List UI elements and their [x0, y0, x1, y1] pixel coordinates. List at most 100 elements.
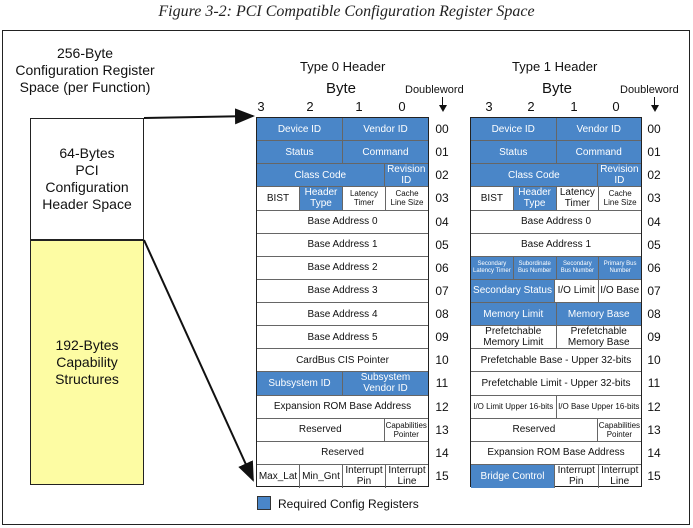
- type0-dw-arrow-shaft: [442, 97, 443, 106]
- register-field: Secondary Latency Timer: [471, 256, 514, 279]
- header-space-line: Header Space: [42, 196, 132, 212]
- register-field: Latency Timer: [557, 187, 600, 210]
- register-field: Base Address 2: [307, 262, 378, 274]
- register-field: Revision ID: [597, 164, 641, 187]
- doubleword-number: 01: [435, 145, 449, 160]
- register-field: Cache Line Size: [603, 189, 637, 208]
- register-field: Class Code: [257, 164, 385, 187]
- register-field: Min_Gnt: [300, 464, 343, 488]
- register-field: Reserved: [471, 418, 598, 441]
- doubleword-number: 13: [435, 422, 449, 437]
- capability-structures-block: 192-Bytes Capability Structures: [30, 240, 144, 485]
- register-row: Base Address 0: [471, 211, 641, 234]
- register-field: Command: [556, 141, 641, 164]
- register-field: Device ID: [257, 118, 343, 141]
- doubleword-number: 08: [435, 307, 449, 321]
- doubleword-number: 09: [647, 330, 661, 345]
- legend-required-swatch: [257, 496, 271, 510]
- doubleword-number: 03: [435, 191, 449, 206]
- register-field: Header Type: [300, 187, 343, 210]
- config-space-title-line: Configuration Register: [15, 62, 155, 78]
- register-field: Subordinate Bus Number: [513, 256, 557, 279]
- register-field: Class Code: [471, 164, 598, 187]
- register-field: Vendor ID: [556, 118, 641, 141]
- capability-line: Capability: [56, 354, 118, 370]
- register-field: BIST: [471, 187, 514, 210]
- doubleword-number: 11: [435, 376, 449, 391]
- doubleword-number: 08: [647, 307, 661, 321]
- register-field: Interrupt Pin: [555, 464, 599, 488]
- doubleword-number: 14: [435, 445, 449, 460]
- doubleword-number: 10: [647, 353, 661, 368]
- type0-byte-2: 2: [306, 99, 314, 114]
- register-field: Status: [257, 141, 343, 164]
- register-row: Base Address 1: [257, 234, 428, 257]
- register-field: Capabilities Pointer: [598, 420, 641, 439]
- register-field: Memory Base: [556, 303, 641, 326]
- register-field: Reserved: [321, 447, 364, 459]
- header-space-line: 64-Bytes: [59, 145, 115, 161]
- doubleword-number: 03: [647, 191, 661, 206]
- config-space-title-line: 256-Byte: [56, 45, 114, 61]
- register-field: Secondary Bus Number: [556, 256, 600, 279]
- doubleword-number: 05: [435, 237, 449, 252]
- register-field: Command: [343, 141, 428, 164]
- register-field: I/O Base Upper 16-bits: [558, 402, 640, 412]
- register-field: Base Address 1: [520, 239, 592, 251]
- doubleword-number: 02: [435, 168, 449, 183]
- doubleword-number: 15: [435, 468, 449, 483]
- type0-byte-label: Byte: [326, 80, 357, 97]
- register-field: Base Address 0: [520, 216, 592, 228]
- type0-doubleword-label: Doubleword: [405, 84, 464, 96]
- register-field: I/O Limit Upper 16-bits: [471, 395, 557, 418]
- register-row: Expansion ROM Base Address: [257, 396, 428, 419]
- register-field: Base Address 0: [307, 216, 378, 228]
- register-row: Base Address 2: [257, 257, 428, 280]
- doubleword-number: 15: [647, 468, 661, 483]
- register-field: Interrupt Pin: [343, 464, 386, 488]
- doubleword-number: 04: [647, 214, 661, 229]
- type1-byte-2: 2: [527, 99, 535, 114]
- register-field: CardBus CIS Pointer: [296, 354, 389, 366]
- config-space-title: 256-Byte Configuration Register Space (p…: [10, 45, 160, 96]
- doubleword-number: 07: [435, 283, 449, 298]
- register-field: Revision ID: [384, 164, 428, 187]
- type1-byte-0: 0: [612, 99, 620, 114]
- capability-line: 192-Bytes: [55, 337, 119, 353]
- doubleword-number: 12: [435, 399, 449, 414]
- register-field: Prefetchable Memory Base: [567, 326, 630, 349]
- config-space-title-line: Space (per Function): [19, 79, 151, 95]
- register-field: Interrupt Line: [601, 465, 639, 488]
- type1-byte-3: 3: [485, 99, 493, 114]
- register-row: Base Address 4: [257, 303, 428, 327]
- register-field: Latency Timer: [343, 187, 386, 210]
- doubleword-number: 10: [435, 353, 449, 368]
- doubleword-number: 00: [647, 122, 661, 136]
- type1-doubleword-label: Doubleword: [620, 84, 679, 96]
- type0-title: Type 0 Header: [300, 59, 386, 74]
- register-row: Expansion ROM Base Address: [471, 442, 641, 465]
- register-field: Memory Limit: [471, 303, 557, 326]
- capability-line: Structures: [55, 371, 119, 387]
- header-arrow: [143, 108, 255, 125]
- register-row: Reserved: [257, 442, 428, 465]
- capability-arrow: [143, 239, 254, 482]
- register-field: Device ID: [471, 118, 557, 141]
- register-field: Subsystem Vendor ID: [343, 372, 428, 395]
- register-field: Secondary Status: [471, 279, 555, 302]
- register-field: Subsystem ID: [257, 372, 343, 395]
- type0-byte-3: 3: [257, 99, 265, 114]
- doubleword-number: 00: [435, 122, 449, 136]
